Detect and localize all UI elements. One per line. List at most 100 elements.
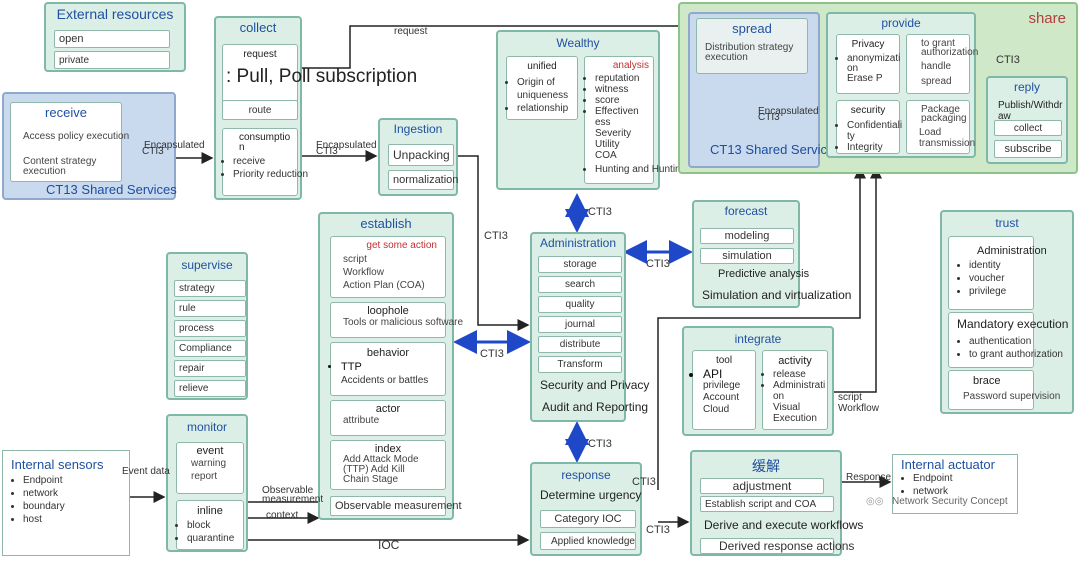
label-encapsulated: Encapsulated [144, 140, 205, 151]
label-context: context [266, 510, 299, 521]
establish-action-item: script [343, 254, 367, 265]
integrate-activity-item: Administrati on [773, 380, 827, 402]
reply-subscribe: subscribe [994, 140, 1062, 158]
integrate-tool-panel: tool API privilege Account Cloud [692, 350, 756, 430]
response-item-knowledge: Applied knowledge [540, 532, 636, 550]
establish-index-item: Add Attack Mode (TTP) Add Kill [343, 454, 419, 475]
establish-title: establish [360, 216, 412, 231]
label-script-workflow: script Workflow [838, 392, 879, 414]
provide-title: provide [881, 16, 921, 30]
internal-sensor-item: boundary [23, 500, 129, 513]
share-title: share [1028, 10, 1066, 27]
mitigate-group: 缓解 adjustment Establish script and COA D… [690, 450, 863, 556]
label-cti3: CTI3 [484, 230, 508, 242]
monitor-inline-panel: inline block quarantine [176, 500, 244, 550]
wealthy-unified-item: Origin of uniqueness [517, 76, 577, 102]
spread-panel: spread Distribution strategy execution [696, 18, 808, 74]
mitigate-title: 缓解 [752, 458, 780, 474]
wealthy-analysis-item: Severity [595, 128, 632, 139]
label-cti3: CTI3 [646, 258, 670, 270]
external-item-open: open [54, 30, 170, 48]
monitor-event-item: warning [191, 458, 227, 469]
trust-admin-item: privilege [969, 285, 1033, 298]
label-encapsulated: Encapsulated [758, 106, 819, 117]
monitor-event-label: event [196, 445, 224, 457]
establish-action-label: get some action [366, 240, 437, 251]
wealthy-analysis-item: Hunting and Hunting [595, 164, 686, 175]
spread-item: Distribution strategy execution [705, 42, 794, 63]
provide-grant-panel: to grant authorization handle spread [906, 34, 978, 94]
reply-subtitle: Publish/Withdr aw [998, 100, 1063, 122]
supervise-item: strategy [174, 280, 246, 297]
reply-group: reply Publish/Withdr aw collect subscrib… [986, 76, 1068, 164]
ingestion-title: Ingestion [393, 122, 443, 136]
trust-admin-panel: Administration identity voucher privileg… [948, 236, 1047, 310]
integrate-tool-item: Account [703, 392, 740, 403]
monitor-group: monitor event warning report inline bloc… [166, 414, 248, 552]
label-event-data: Event data [122, 466, 170, 477]
trust-mandatory-item: to grant authorization [969, 348, 1063, 361]
admin-item-transform: Transform [538, 356, 622, 373]
monitor-inline-item: block [187, 519, 243, 532]
internal-sensor-item: Endpoint [23, 474, 129, 487]
wealthy-analysis-item: score [595, 95, 653, 106]
establish-index-label: index [374, 443, 402, 455]
wealthy-unified-panel: unified Origin of uniqueness relationshi… [506, 56, 578, 120]
monitor-event-panel: event warning report [176, 442, 244, 494]
provide-security-item: Integrity [847, 142, 899, 153]
receive-panel: receive Access policy execution Content … [10, 102, 129, 182]
label-cti3: CTI3 [588, 438, 612, 450]
internal-sensors-title: Internal sensors [11, 457, 104, 472]
response-title: response [561, 468, 611, 482]
establish-index-panel: index Add Attack Mode (TTP) Add Kill Cha… [330, 440, 446, 490]
provide-package-label: Package packaging [921, 104, 967, 124]
provide-grant-item: handle [921, 61, 952, 72]
receive-shared-services-group: receive Access policy execution Content … [2, 92, 177, 200]
internal-actuator-item: Endpoint [913, 472, 1017, 485]
receive-title: receive [45, 105, 87, 120]
share-footer: CT13 Shared Services [710, 142, 841, 157]
forecast-simulation: simulation [700, 248, 794, 264]
label-cti3: CTI3 [588, 206, 612, 218]
supervise-title: supervise [181, 258, 233, 272]
provide-privacy-label: Privacy [851, 39, 885, 50]
establish-group: establish get some action script Workflo… [318, 212, 463, 520]
collect-title: collect [239, 20, 277, 35]
integrate-tool-label: tool [715, 355, 733, 366]
integrate-tool-item: privilege [703, 380, 741, 391]
receive-item-access: Access policy execution [23, 131, 130, 142]
admin-item-distribute: distribute [538, 336, 622, 353]
supervise-item: process [174, 320, 246, 337]
label-ioc: IOC [378, 538, 400, 552]
external-resources-group: External resources open private [44, 2, 186, 72]
establish-loophole-label: loophole [367, 305, 409, 317]
supervise-item: rule [174, 300, 246, 317]
trust-mandatory-panel: Mandatory execution authentication to gr… [948, 312, 1068, 368]
label-encapsulated: Encapsulated [316, 140, 377, 151]
spread-title: spread [732, 21, 772, 36]
ingestion-unpacking: Unpacking [388, 144, 454, 166]
collect-consumption-panel: consumptio n receive Priority reduction [222, 128, 308, 196]
wealthy-unified-item: relationship [517, 102, 577, 115]
wealthy-analysis-label: analysis [612, 60, 649, 71]
label-cti3: CTI3 [996, 54, 1020, 66]
trust-admin-label: Administration [977, 245, 1047, 257]
admin-item-storage: storage [538, 256, 622, 273]
establish-behavior-label: behavior [366, 347, 410, 359]
forecast-simulation-virtual: Simulation and virtualization [702, 288, 852, 302]
mitigate-adjustment: adjustment [700, 478, 824, 494]
establish-loophole-panel: loophole Tools or malicious software [330, 302, 463, 338]
monitor-title: monitor [186, 420, 227, 434]
wealthy-analysis-item: Effectiven ess [595, 106, 653, 128]
establish-action-item: Action Plan (COA) [343, 280, 425, 291]
blue-double-arrows [453, 193, 693, 463]
ingestion-group: Ingestion Unpacking normalization [378, 118, 458, 196]
provide-group: provide Privacy anonymizati on Erase P t… [826, 12, 978, 158]
monitor-inline-item: quarantine [187, 532, 243, 545]
provide-privacy-panel: Privacy anonymizati on Erase P [836, 34, 900, 94]
establish-behavior-panel: behavior TTP Accidents or battles [330, 342, 446, 396]
label-observable-measurement: Observable measurement [262, 485, 324, 505]
establish-behavior-item: Accidents or battles [341, 375, 429, 386]
provide-privacy-item: Erase P [847, 73, 883, 84]
share-shared-services: spread Distribution strategy execution C… [688, 12, 841, 168]
